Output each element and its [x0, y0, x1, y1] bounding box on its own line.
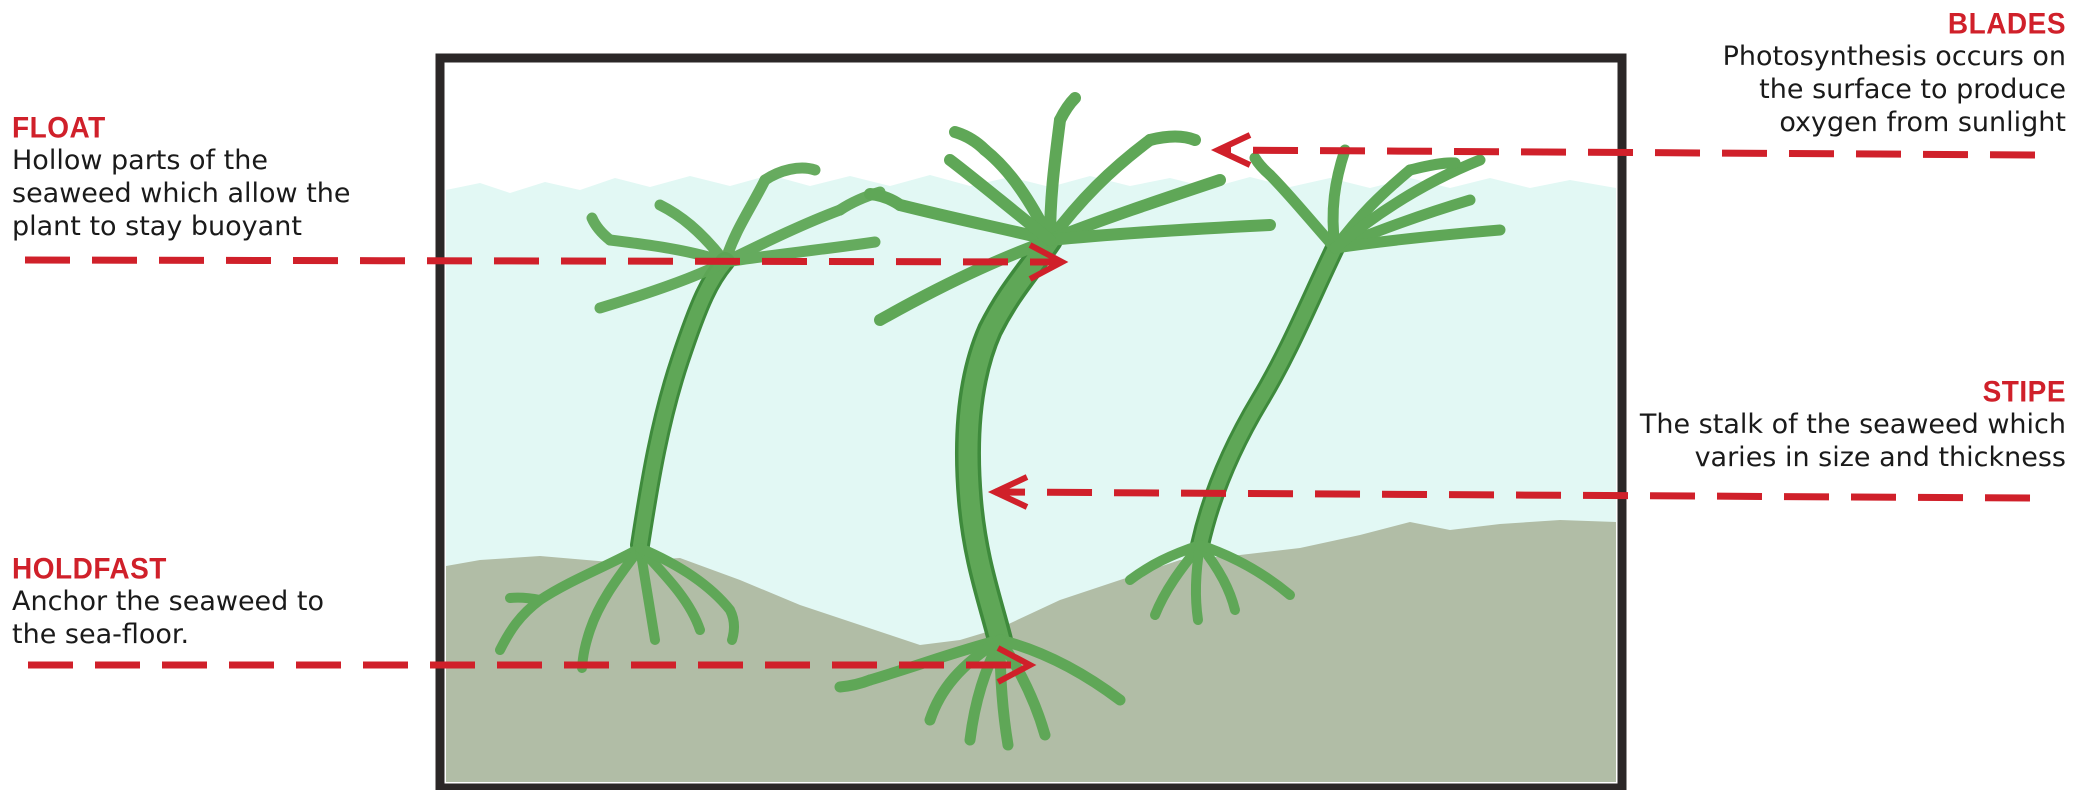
blades-label: BLADES Photosynthesis occurs on the surf… — [1723, 8, 2066, 139]
stipe-title: STIPE — [1640, 375, 2066, 409]
blades-description: Photosynthesis occurs on the surface to … — [1723, 40, 2066, 139]
float-desc-line: plant to stay buoyant — [12, 210, 351, 243]
float-label: FLOAT Hollow parts of the seaweed which … — [12, 112, 351, 243]
stipe-desc-line: The stalk of the seaweed which — [1640, 408, 2066, 441]
float-desc-line: Hollow parts of the — [12, 144, 351, 177]
blades-desc-line: Photosynthesis occurs on — [1723, 40, 2066, 73]
blades-desc-line: the surface to produce — [1723, 73, 2066, 106]
holdfast-title: HOLDFAST — [12, 552, 324, 586]
holdfast-label: HOLDFAST Anchor the seaweed to the sea-f… — [12, 553, 324, 651]
holdfast-description: Anchor the seaweed to the sea-floor. — [12, 585, 324, 651]
stipe-desc-line: varies in size and thickness — [1640, 441, 2066, 474]
stipe-description: The stalk of the seaweed which varies in… — [1640, 408, 2066, 474]
holdfast-desc-line: the sea-floor. — [12, 618, 324, 651]
float-title: FLOAT — [12, 111, 351, 145]
holdfast-desc-line: Anchor the seaweed to — [12, 585, 324, 618]
float-desc-line: seaweed which allow the — [12, 177, 351, 210]
blades-desc-line: oxygen from sunlight — [1723, 106, 2066, 139]
float-description: Hollow parts of the seaweed which allow … — [12, 144, 351, 243]
blades-title: BLADES — [1723, 7, 2066, 41]
stipe-label: STIPE The stalk of the seaweed which var… — [1640, 376, 2066, 474]
